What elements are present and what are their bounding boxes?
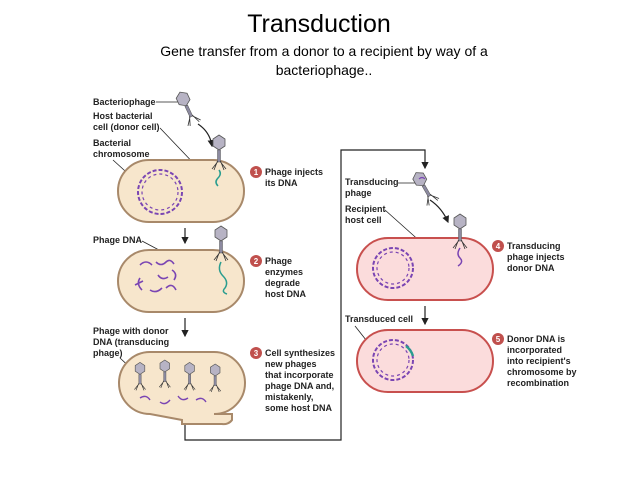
step-2-text-line2: enzymes bbox=[265, 267, 303, 277]
recipient-chromosome-4 bbox=[372, 247, 414, 289]
step-5-text-line5: recombination bbox=[507, 378, 569, 388]
label-phage-dna: Phage DNA bbox=[93, 235, 143, 245]
phage-dna-injected bbox=[215, 169, 222, 187]
step-3-text-line4: phage DNA and, bbox=[265, 381, 334, 391]
label-transducing-phage-line2: phage bbox=[345, 188, 372, 198]
step-3-text-line6: some host DNA bbox=[265, 403, 333, 413]
step-2-text-line1: Phage bbox=[265, 256, 292, 266]
step-2-number: 2 bbox=[254, 257, 259, 266]
recipient-chromosome-4-inner bbox=[376, 251, 410, 285]
arrow-phage-attach bbox=[197, 123, 215, 148]
label-bacteriophage: Bacteriophage bbox=[93, 97, 156, 107]
donor-cell-1 bbox=[117, 159, 245, 223]
label-donor-phage-line1: Phage with donor bbox=[93, 326, 169, 336]
recombinant-chromosome-5-inner bbox=[376, 343, 410, 377]
label-chromosome-line2: chromosome bbox=[93, 149, 150, 159]
donor-dna-injected bbox=[457, 247, 463, 267]
label-chromosome-line1: Bacterial bbox=[93, 138, 131, 148]
step-5-text-line3: into recipient's bbox=[507, 356, 571, 366]
step-1-text-line1: Phage injects bbox=[265, 167, 323, 177]
phage-dna-in-cell bbox=[218, 261, 228, 295]
step-4-text-line3: donor DNA bbox=[507, 263, 555, 273]
label-host-cell-line2: cell (donor cell) bbox=[93, 122, 160, 132]
step-3-badge bbox=[250, 347, 262, 359]
incorporated-donor-dna bbox=[405, 345, 415, 357]
step-1-badge bbox=[250, 166, 262, 178]
step-5-text-line2: incorporated bbox=[507, 345, 562, 355]
recipient-cell-4 bbox=[356, 237, 494, 301]
step-2-badge bbox=[250, 255, 262, 267]
step-5-badge bbox=[492, 333, 504, 345]
step-5-text-line4: chromosome by bbox=[507, 367, 577, 377]
step-4-text-line2: phage injects bbox=[507, 252, 565, 262]
step-5-number: 5 bbox=[496, 335, 501, 344]
step-3-text-line2: new phages bbox=[265, 359, 317, 369]
page-subtitle: Gene transfer from a donor to a recipien… bbox=[160, 43, 488, 78]
transduced-cell-5 bbox=[356, 329, 494, 393]
step-3-text-line5: mistakenly, bbox=[265, 392, 313, 402]
step-2-text-line4: host DNA bbox=[265, 289, 306, 299]
label-host-cell-line1: Host bacterial bbox=[93, 111, 153, 121]
transducing-phage-dna bbox=[418, 176, 426, 180]
step-1-number: 1 bbox=[254, 168, 259, 177]
bacterial-chromosome-1-inner bbox=[141, 173, 179, 211]
label-recipient-line2: host cell bbox=[345, 215, 382, 225]
step-4-number: 4 bbox=[496, 242, 501, 251]
bacterial-chromosome-1 bbox=[137, 169, 183, 215]
transducing-phage-icon bbox=[409, 168, 440, 207]
step-4-text-line1: Transducing bbox=[507, 241, 561, 251]
page-title: Transduction bbox=[247, 10, 391, 38]
donor-cell-3-lysing bbox=[118, 351, 246, 426]
step-3-text-line3: that incorporate bbox=[265, 370, 334, 380]
step-5-text-line1: Donor DNA is bbox=[507, 334, 565, 344]
label-recipient-line1: Recipient bbox=[345, 204, 386, 214]
label-donor-phage-line2: DNA (transducing bbox=[93, 337, 169, 347]
donor-cell-2 bbox=[117, 249, 245, 313]
step-4-badge bbox=[492, 240, 504, 252]
step-2-text-line3: degrade bbox=[265, 278, 300, 288]
arrow-transducing-attach bbox=[429, 199, 449, 224]
step-1-text-line2: its DNA bbox=[265, 178, 298, 188]
phage-free-icon bbox=[173, 88, 202, 128]
recombinant-chromosome-5 bbox=[372, 339, 414, 381]
step-3-number: 3 bbox=[254, 349, 259, 358]
connector-left-to-right bbox=[184, 149, 429, 441]
label-donor-phage-line3: phage) bbox=[93, 348, 123, 358]
host-dna-fragments bbox=[139, 395, 207, 405]
step-3-text-line1: Cell synthesizes bbox=[265, 348, 335, 358]
degraded-host-dna bbox=[134, 259, 177, 293]
label-transduced-cell: Transduced cell bbox=[345, 314, 413, 324]
label-transducing-phage-line1: Transducing bbox=[345, 177, 399, 187]
